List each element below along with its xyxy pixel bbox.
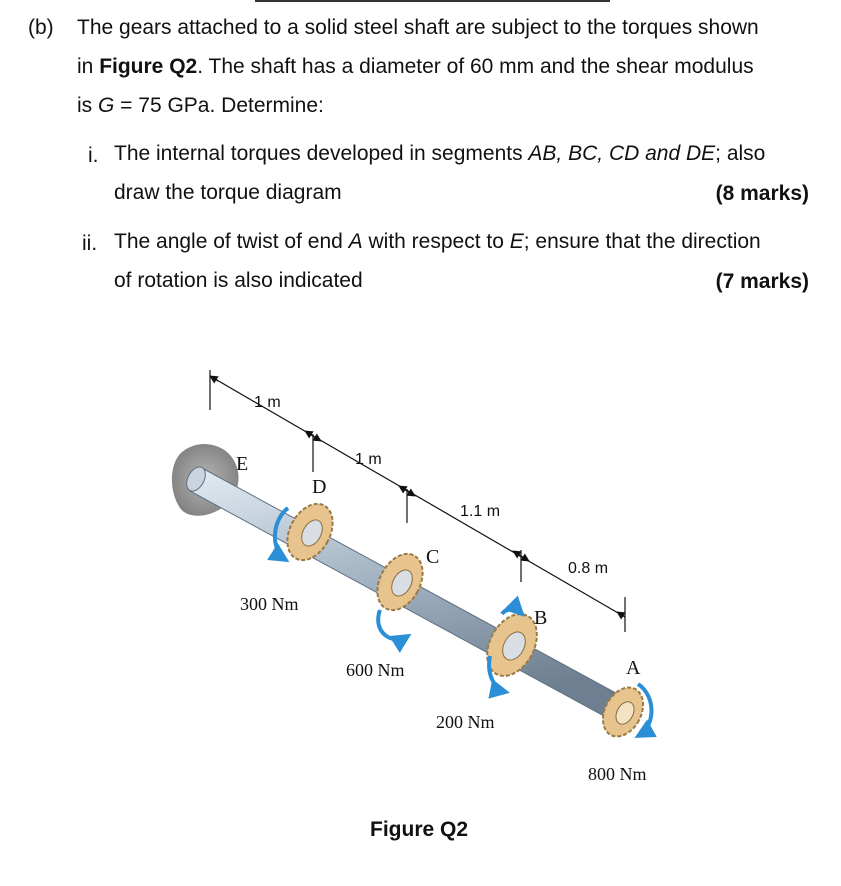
- item-1-number: i.: [88, 144, 99, 167]
- gear-b: [486, 595, 538, 699]
- question-line-2: in Figure Q2. The shaft has a diameter o…: [77, 55, 754, 78]
- shaft-figure: E D C B A 1 m 1 m 1.1 m 0.8 m 300 Nm 600…: [171, 370, 657, 784]
- point-a: A: [348, 230, 363, 253]
- item-2-line-2: of rotation is also indicated: [114, 269, 363, 292]
- label-point-b: B: [534, 607, 547, 629]
- dimension-line: [209, 370, 626, 632]
- length-ba: 0.8 m: [568, 560, 608, 577]
- header-rule: [255, 0, 610, 2]
- item-1-line-2: draw the torque diagram: [114, 181, 342, 204]
- question-text: The gears attached to a solid steel shaf…: [77, 8, 817, 125]
- length-dc: 1 m: [355, 451, 382, 468]
- figure-reference: Figure Q2: [99, 55, 198, 78]
- torque-b: 200 Nm: [436, 712, 495, 732]
- length-ed: 1 m: [254, 394, 281, 411]
- length-cb: 1.1 m: [460, 503, 500, 520]
- item-1-text: The internal torques developed in segmen…: [114, 134, 765, 212]
- gear-c: [376, 552, 424, 653]
- question-line-1: The gears attached to a solid steel shaf…: [77, 16, 759, 39]
- symbol-g: G: [98, 94, 115, 117]
- item-1-line-1: The internal torques developed in segmen…: [114, 142, 766, 165]
- torque-c: 600 Nm: [346, 660, 405, 680]
- item-2-line-1: The angle of twist of end A with respect…: [114, 230, 761, 253]
- item-2-number: ii.: [82, 232, 98, 255]
- gear-d: [267, 502, 334, 563]
- label-point-e: E: [236, 453, 248, 475]
- label-point-a: A: [626, 657, 641, 679]
- label-point-c: C: [426, 546, 439, 568]
- figure-caption: Figure Q2: [370, 818, 469, 841]
- question-line-3: is G = 75 GPa. Determine:: [77, 94, 324, 117]
- segments-list: AB, BC, CD and DE: [528, 142, 716, 165]
- torque-a: 800 Nm: [588, 764, 647, 784]
- item-1-marks: (8 marks): [715, 182, 809, 205]
- label-point-d: D: [312, 476, 326, 498]
- item-2-marks: (7 marks): [715, 270, 809, 293]
- item-2-text: The angle of twist of end A with respect…: [114, 222, 761, 300]
- gear-a: [601, 682, 657, 738]
- question-label: (b): [28, 16, 54, 39]
- torque-d: 300 Nm: [240, 594, 299, 614]
- point-e: E: [509, 230, 524, 253]
